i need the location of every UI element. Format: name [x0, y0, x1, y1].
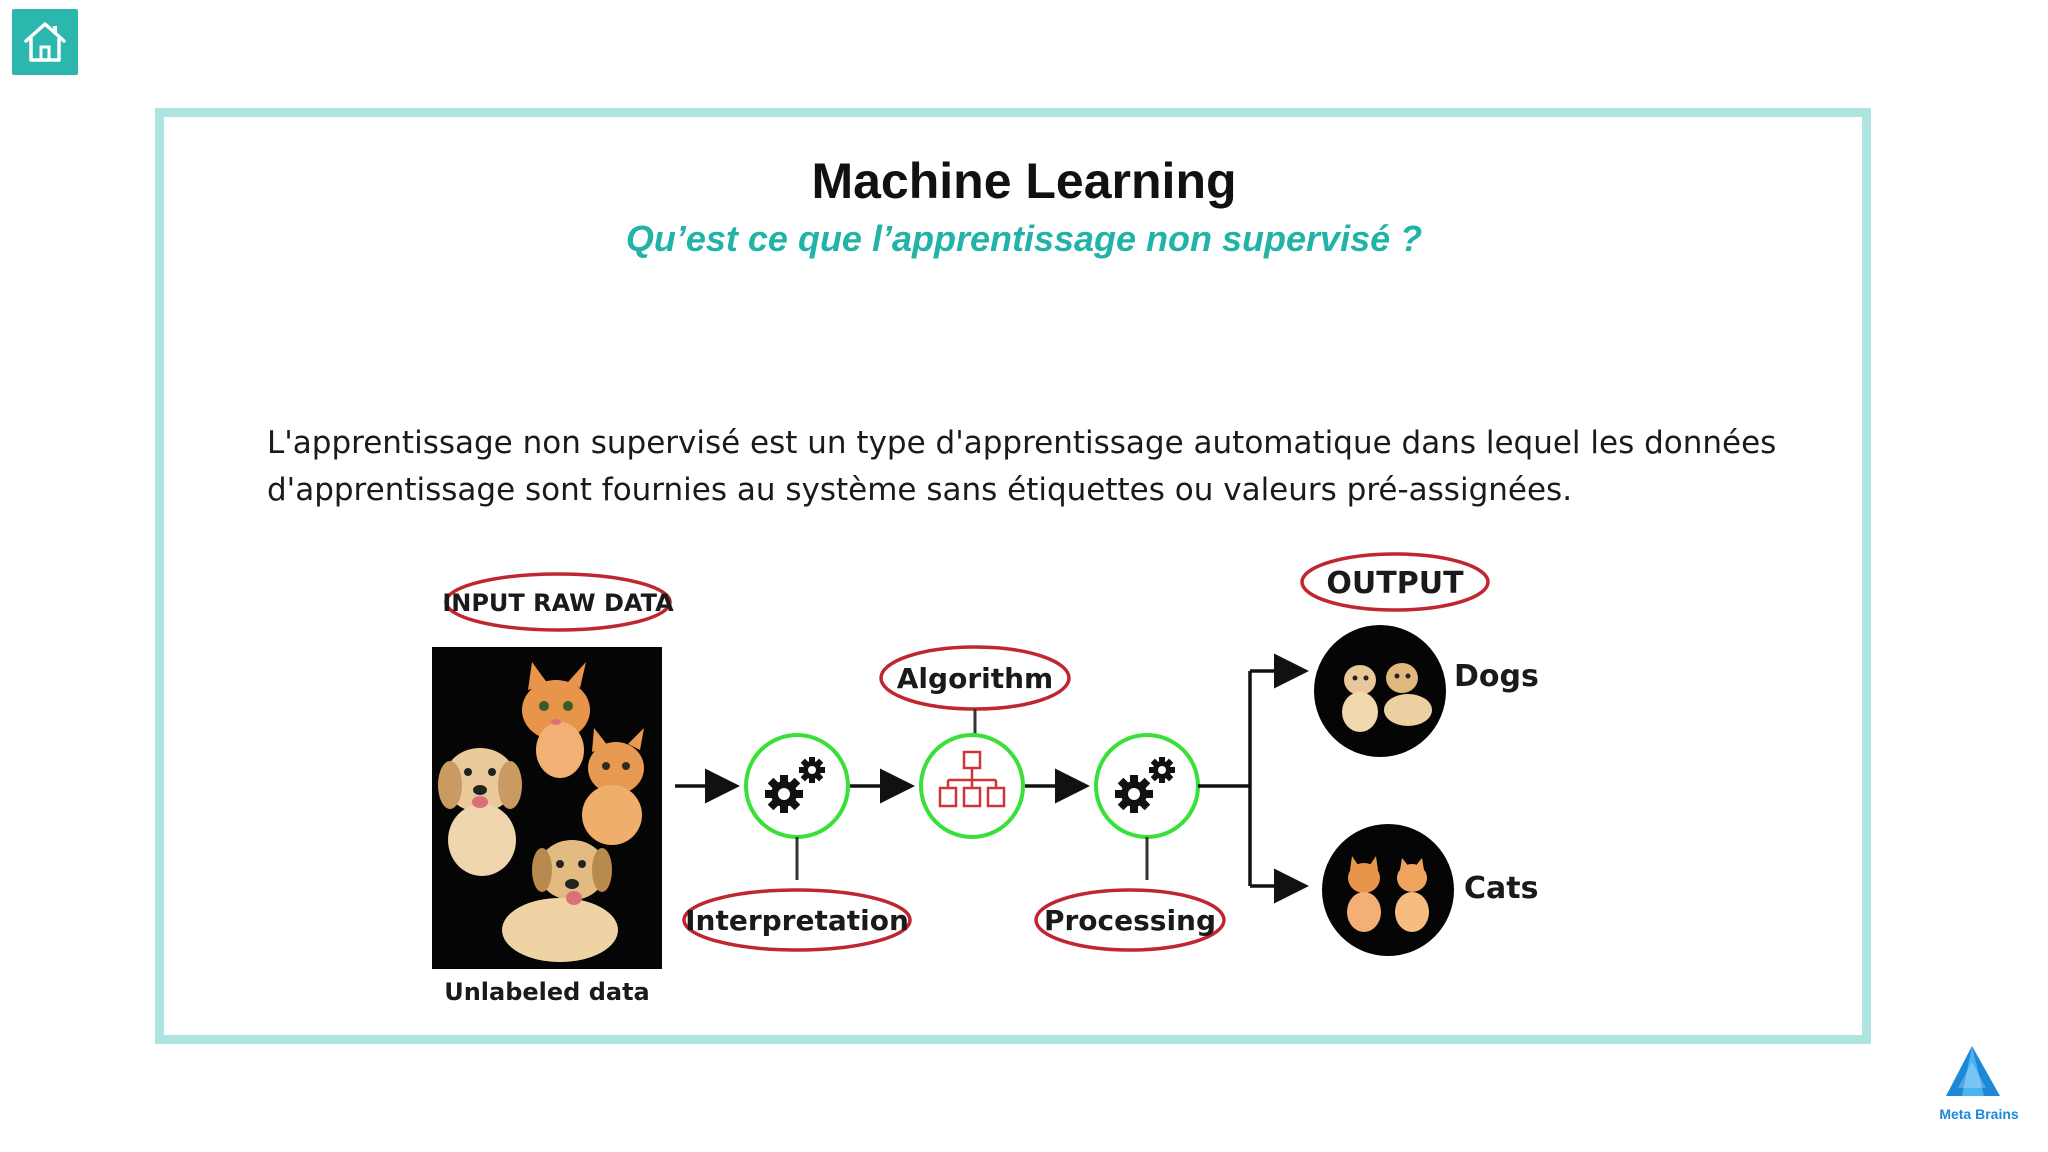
input-raw-data-label: INPUT RAW DATA	[442, 589, 674, 617]
home-icon	[24, 22, 66, 62]
processing-badge: Processing	[1034, 888, 1226, 952]
output-badge: OUTPUT	[1300, 552, 1490, 612]
input-raw-data-badge: INPUT RAW DATA	[442, 572, 674, 632]
slide-subtitle: Qu’est ce que l’apprentissage non superv…	[625, 218, 1423, 259]
kitten-photo-2	[582, 728, 644, 845]
algorithm-node	[919, 733, 1025, 839]
dog-photo-2	[502, 840, 618, 962]
unlabeled-data-caption: Unlabeled data	[444, 978, 650, 1006]
body-line-2: d'apprentissage sont fournies au système…	[267, 472, 1573, 508]
dogs-label: Dogs	[1454, 659, 1539, 694]
dogs-output-image	[1314, 625, 1446, 757]
puppy-photo-1	[438, 748, 522, 876]
interpretation-badge: Interpretation	[682, 888, 912, 952]
hierarchy-icon	[938, 750, 1006, 808]
output-splitter	[1198, 653, 1309, 904]
home-button[interactable]	[12, 9, 78, 75]
algorithm-badge: Algorithm	[879, 645, 1071, 711]
kitten-photo-1	[522, 662, 590, 778]
processing-node	[1094, 733, 1200, 880]
unlabeled-data-image	[432, 647, 662, 969]
interpretation-node	[744, 733, 850, 880]
body-line-1: L'apprentissage non supervisé est un typ…	[267, 425, 1777, 461]
unsupervised-learning-diagram: INPUT RAW DATA	[420, 540, 1560, 1010]
interpretation-label: Interpretation	[685, 904, 909, 937]
slide-title: Machine Learning	[811, 153, 1237, 209]
meta-brains-logo	[1946, 1046, 2000, 1096]
slide-body-text: L'apprentissage non supervisé est un typ…	[267, 420, 1827, 514]
output-label: OUTPUT	[1326, 566, 1464, 601]
cats-label: Cats	[1464, 871, 1538, 906]
meta-brains-logo-text: Meta Brains	[1939, 1106, 2019, 1122]
algorithm-label: Algorithm	[897, 662, 1053, 695]
cats-output-image	[1322, 824, 1454, 956]
processing-label: Processing	[1044, 904, 1216, 937]
